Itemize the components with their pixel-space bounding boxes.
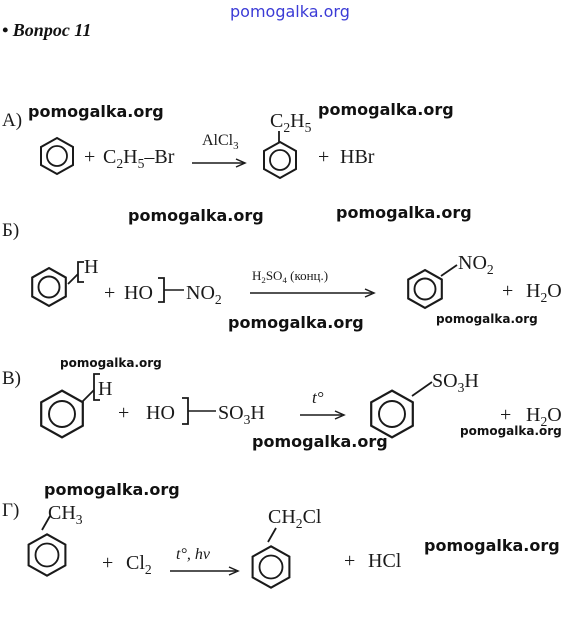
top-watermark: pomogalka.org	[230, 2, 350, 21]
reaction-a-plus2: +	[318, 146, 330, 168]
watermark: pomogalka.org	[128, 206, 264, 225]
reaction-b-group: NO2	[186, 282, 222, 307]
arrow-icon	[250, 288, 376, 298]
reaction-a-byproduct: HBr	[340, 146, 375, 168]
watermark: pomogalka.org	[318, 100, 454, 119]
reaction-a-catalyst: AlCl3	[202, 132, 239, 152]
reaction-a-reagent: C2H5–Br	[103, 146, 175, 171]
reaction-v-hydrogen: H	[98, 378, 113, 400]
reaction-v-water: H2O	[526, 404, 562, 429]
bracket-line	[158, 277, 184, 303]
bond-line	[440, 264, 458, 277]
watermark: pomogalka.org	[336, 203, 472, 222]
watermark: pomogalka.org	[60, 356, 162, 370]
reaction-g-plus: +	[102, 552, 114, 574]
reaction-g-label: Г)	[2, 500, 20, 521]
bond-line	[267, 527, 277, 543]
reaction-b-label: Б)	[2, 220, 20, 241]
benzene-ring-icon	[370, 389, 414, 439]
benzene-ring-icon	[40, 136, 74, 176]
reaction-b-plus: +	[104, 282, 116, 304]
reaction-a-plus: +	[84, 146, 96, 168]
reaction-v-condition: t°	[312, 388, 324, 407]
benzene-ring-icon	[27, 533, 67, 577]
bond-line	[81, 373, 100, 403]
watermark: pomogalka.org	[424, 536, 560, 555]
reaction-b-ho: HO	[124, 282, 153, 304]
reaction-b-product-group: NO2	[458, 252, 494, 277]
reaction-a-label: А)	[2, 110, 23, 131]
reaction-v-product-group: SO3H	[432, 370, 479, 395]
watermark: pomogalka.org	[228, 313, 364, 332]
watermark: pomogalka.org	[252, 432, 388, 451]
benzene-ring-icon	[31, 266, 67, 308]
reaction-a-product-substituent: C2H5	[270, 110, 312, 135]
benzene-ring-icon	[407, 268, 443, 310]
reaction-g-condition: t°, hν	[176, 546, 210, 563]
benzene-ring-icon	[263, 140, 297, 180]
arrow-icon	[192, 158, 247, 168]
reaction-v-group: SO3H	[218, 402, 265, 427]
bond-line	[67, 261, 84, 285]
arrow-icon	[300, 410, 346, 420]
reaction-g-byproduct: HCl	[368, 550, 402, 572]
reaction-b-water: H2O	[526, 280, 562, 305]
reaction-g-reagent: Cl2	[126, 552, 152, 577]
bracket-line	[182, 397, 216, 425]
bond-line	[41, 515, 51, 531]
reaction-v-ho: HO	[146, 402, 175, 424]
bond-line	[278, 131, 280, 143]
watermark: pomogalka.org	[460, 424, 562, 438]
bond-line	[411, 381, 433, 397]
reaction-v-plus: +	[118, 402, 130, 424]
question-title: • Вопрос 11	[2, 20, 92, 40]
reaction-b-condition: H2SO4 (конц.)	[252, 268, 329, 286]
watermark: pomogalka.org	[28, 102, 164, 121]
reaction-v-plus2: +	[500, 404, 512, 426]
reaction-g-substituent: CH3	[48, 502, 83, 527]
benzene-ring-icon	[251, 545, 291, 589]
reaction-b-plus2: +	[502, 280, 514, 302]
reaction-g-plus2: +	[344, 550, 356, 572]
arrow-icon	[170, 566, 240, 576]
reaction-v-label: В)	[2, 368, 21, 389]
reaction-g-product-group: CH2Cl	[268, 506, 322, 531]
reaction-b-hydrogen: H	[84, 256, 99, 278]
watermark: pomogalka.org	[436, 312, 538, 326]
watermark: pomogalka.org	[44, 480, 180, 499]
